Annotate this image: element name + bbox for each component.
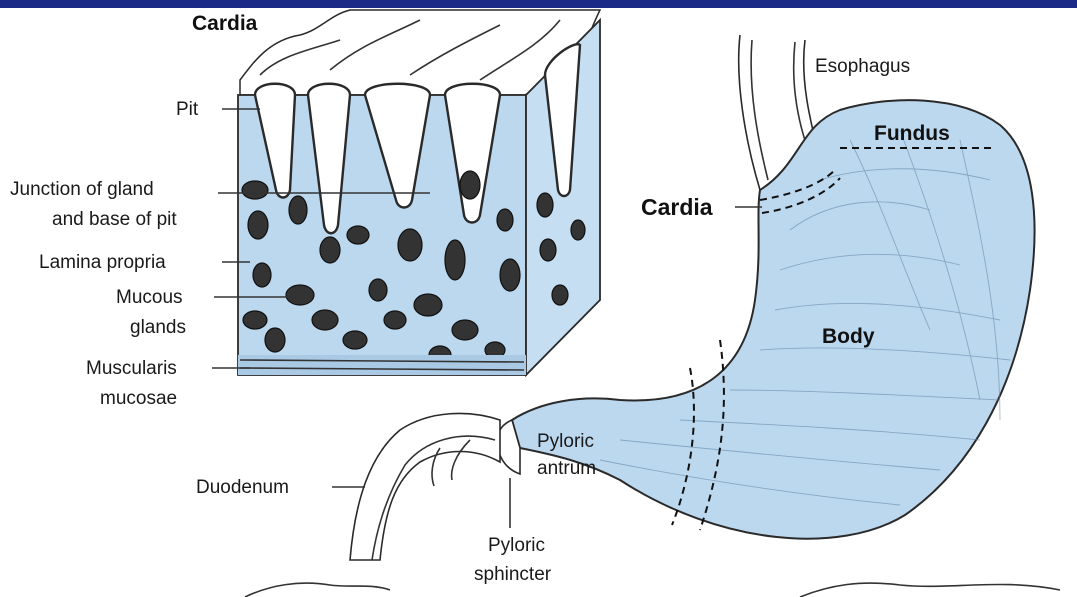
label-junction-line1: Junction of gland	[10, 179, 154, 200]
label-pit: Pit	[176, 99, 199, 120]
label-mucous-line1: Mucous	[116, 287, 183, 308]
label-body: Body	[822, 325, 875, 348]
label-esophagus: Esophagus	[815, 56, 910, 77]
label-muscularis-line2: mucosae	[100, 388, 177, 409]
label-cardia-stomach: Cardia	[641, 194, 713, 220]
label-pyloric-antrum-line1: Pyloric	[537, 431, 594, 452]
duodenum	[350, 413, 500, 560]
label-mucous-line2: glands	[130, 317, 186, 338]
label-pyloric-sphincter-line1: Pyloric	[488, 535, 545, 556]
cardia-block-title: Cardia	[192, 12, 258, 35]
cardia-tissue-block	[238, 10, 600, 375]
bottom-partial-outlines	[245, 583, 1060, 597]
label-muscularis-line1: Muscularis	[86, 358, 177, 379]
label-duodenum: Duodenum	[196, 477, 289, 498]
label-junction-line2: and base of pit	[52, 209, 177, 230]
label-pyloric-antrum-line2: antrum	[537, 458, 596, 479]
label-lamina-propria: Lamina propria	[39, 252, 166, 273]
muscularis-band	[238, 355, 526, 375]
label-pyloric-sphincter-line2: sphincter	[474, 564, 552, 585]
top-bar	[0, 0, 1077, 8]
label-fundus: Fundus	[874, 122, 950, 145]
